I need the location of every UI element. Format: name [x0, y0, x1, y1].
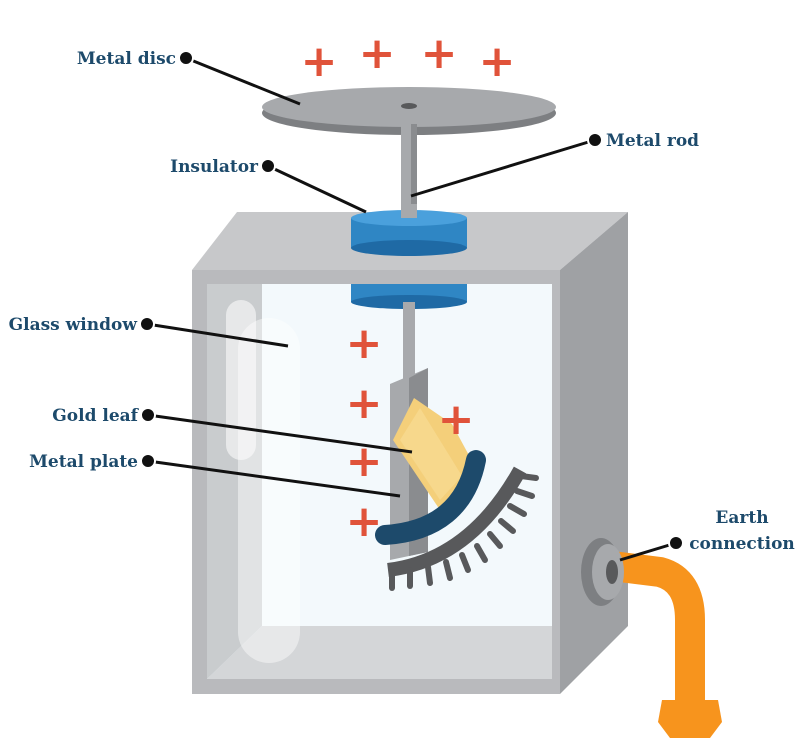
charge-plus-rod-2: +: [346, 378, 383, 429]
charge-plus-leaf: +: [438, 394, 475, 445]
label-earth-connection-line1: Earth: [715, 508, 768, 528]
box-inner-floor: [207, 626, 552, 679]
charge-plus-rod-4: +: [346, 496, 383, 547]
charges: + + + + + + + + +: [301, 28, 516, 547]
label-gold-leaf: Gold leaf: [52, 406, 139, 426]
box-right-face: [560, 212, 628, 694]
leader-lines: [146, 56, 677, 562]
metal-rod-joint: [401, 204, 417, 218]
glass-reflection-2: [238, 318, 300, 663]
charge-plus-disc-3: +: [421, 28, 458, 79]
label-metal-rod: Metal rod: [606, 131, 699, 151]
charge-plus-disc-2: +: [359, 28, 396, 79]
scale-arc: [387, 466, 527, 577]
earth-wire: [610, 551, 705, 700]
insulator-top-bottom: [351, 240, 467, 256]
charge-plus-disc-4: +: [479, 36, 516, 87]
charge-plus-rod-1: +: [346, 318, 383, 369]
metal-disc-hole: [401, 103, 417, 109]
earth-plug: [658, 700, 722, 738]
earth-connector-inner: [606, 560, 618, 584]
label-glass-window: Glass window: [9, 315, 138, 335]
label-metal-disc: Metal disc: [77, 49, 176, 69]
charge-plus-disc-1: +: [301, 36, 338, 87]
metal-rod-lower: [403, 302, 415, 384]
label-earth-connection-line2: connection: [689, 534, 795, 554]
curved-plate: [375, 450, 486, 545]
label-insulator: Insulator: [170, 157, 259, 177]
metal-rod-upper-shade: [411, 124, 417, 216]
scale-ticks: [389, 473, 539, 591]
label-metal-plate: Metal plate: [29, 452, 138, 472]
leader-dots: [139, 50, 684, 551]
gold-leaf-highlight: [400, 408, 462, 500]
